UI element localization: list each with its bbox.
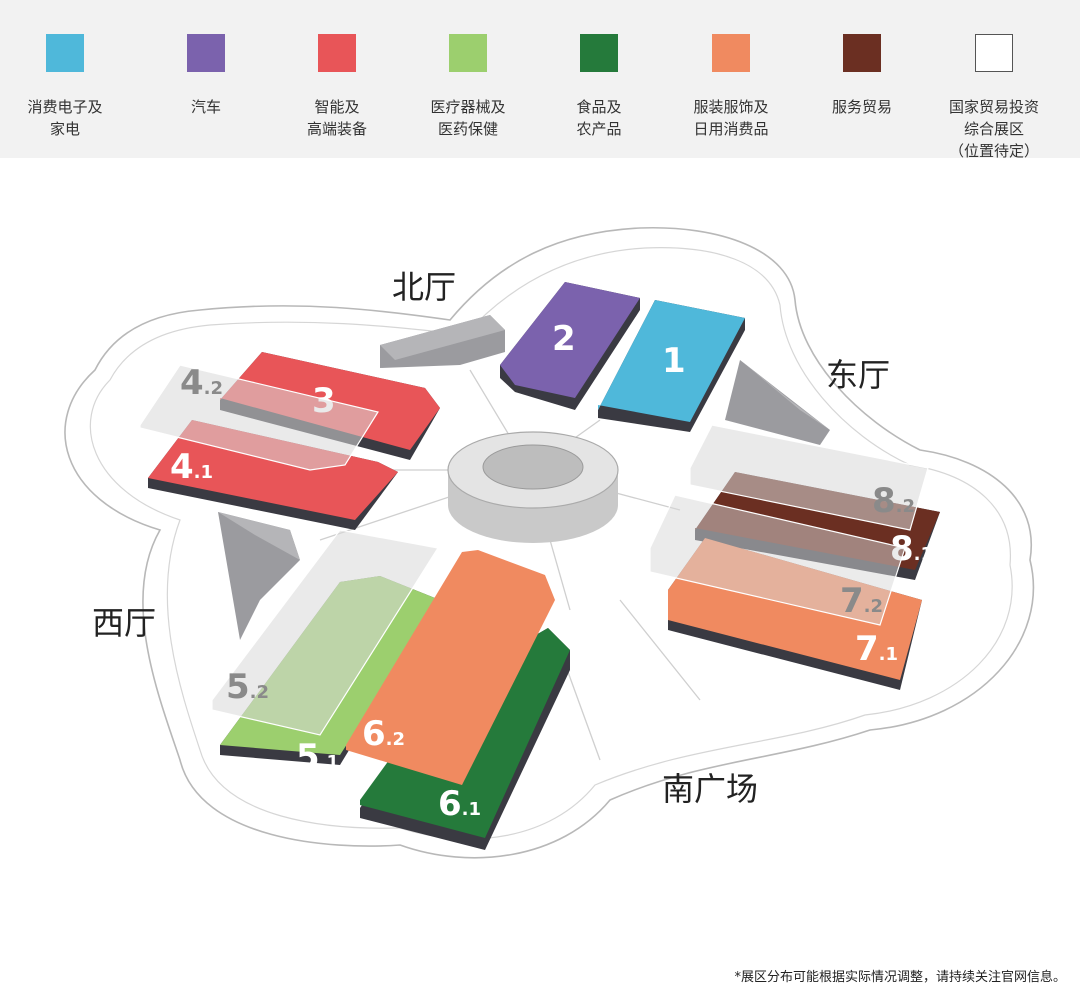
- legend-item-food: 食品及 农产品: [534, 0, 664, 158]
- legend-swatch: [187, 34, 225, 72]
- zone-7-2-label: 7.2: [840, 581, 883, 621]
- legend-swatch: [975, 34, 1013, 72]
- entrance-prisms: [218, 315, 830, 640]
- zone-5-2-overlay[interactable]: 5.2: [211, 529, 439, 736]
- legend-bar: 消费电子及 家电 汽车 智能及 高端装备 医疗器械及 医药保健 食品及 农产品 …: [0, 0, 1080, 160]
- zone-4-2-overlay[interactable]: 4.2: [139, 363, 379, 471]
- legend-item-equipment: 智能及 高端装备: [272, 0, 402, 158]
- south-plaza-label: 南广场: [662, 770, 758, 808]
- legend-label: 服务贸易: [831, 98, 892, 116]
- legend-swatch: [712, 34, 750, 72]
- legend-item-medical: 医疗器械及 医药保健: [403, 0, 533, 158]
- zone-8-2-overlay[interactable]: 8.2: [689, 424, 929, 531]
- zone-7-1-label: 7.1: [855, 629, 898, 669]
- zone-2[interactable]: 2: [500, 282, 640, 410]
- hall-west-label: 西厅: [92, 604, 156, 642]
- hall-east-label: 东厅: [826, 356, 890, 394]
- zone-7-2-overlay[interactable]: 7.2: [649, 494, 906, 626]
- legend-item-services: 服务贸易: [797, 0, 927, 158]
- legend-label: 医疗器械及 医药保健: [430, 98, 506, 138]
- legend-swatch: [318, 34, 356, 72]
- legend-label: 食品及 农产品: [576, 98, 622, 138]
- zone-1-label: 1: [662, 341, 686, 381]
- legend-swatch: [46, 34, 84, 72]
- legend-label: 汽车: [190, 98, 221, 116]
- legend-swatch: [449, 34, 487, 72]
- zone-6-2-label: 6.2: [362, 714, 405, 754]
- legend-swatch: [580, 34, 618, 72]
- footnote: *展区分布可能根据实际情况调整，请持续关注官网信息。: [734, 970, 1066, 985]
- legend-item-apparel: 服装服饰及 日用消费品: [666, 0, 796, 158]
- exhibition-map: 2 1 3 4.1 4.2 8.1: [64, 226, 1035, 859]
- zone-4-1-label: 4.1: [170, 447, 213, 487]
- zone-4-2-label: 4.2: [180, 363, 223, 403]
- central-rotunda: [447, 431, 619, 543]
- legend-label: 智能及 高端装备: [306, 98, 367, 138]
- zone-6-1-label: 6.1: [438, 784, 481, 824]
- legend-label: 消费电子及 家电: [27, 98, 103, 138]
- legend-label: 服装服饰及 日用消费品: [693, 98, 769, 138]
- zone-1[interactable]: 1: [598, 300, 745, 432]
- zone-5-1-label: 5.1: [296, 737, 339, 777]
- legend-item-automobile: 汽车: [141, 0, 271, 158]
- zone-2-label: 2: [552, 319, 576, 359]
- legend-item-national-zone: 国家贸易投资 综合展区 （位置待定）: [929, 0, 1059, 160]
- legend-swatch: [843, 34, 881, 72]
- zone-8-2-label: 8.2: [872, 481, 915, 521]
- legend-label: 国家贸易投资 综合展区 （位置待定）: [948, 98, 1039, 160]
- zone-6-2[interactable]: 6.2: [346, 550, 555, 785]
- hall-north-label: 北厅: [392, 268, 456, 306]
- zone-5-2-label: 5.2: [226, 667, 269, 707]
- legend-item-electronics: 消费电子及 家电: [0, 0, 130, 158]
